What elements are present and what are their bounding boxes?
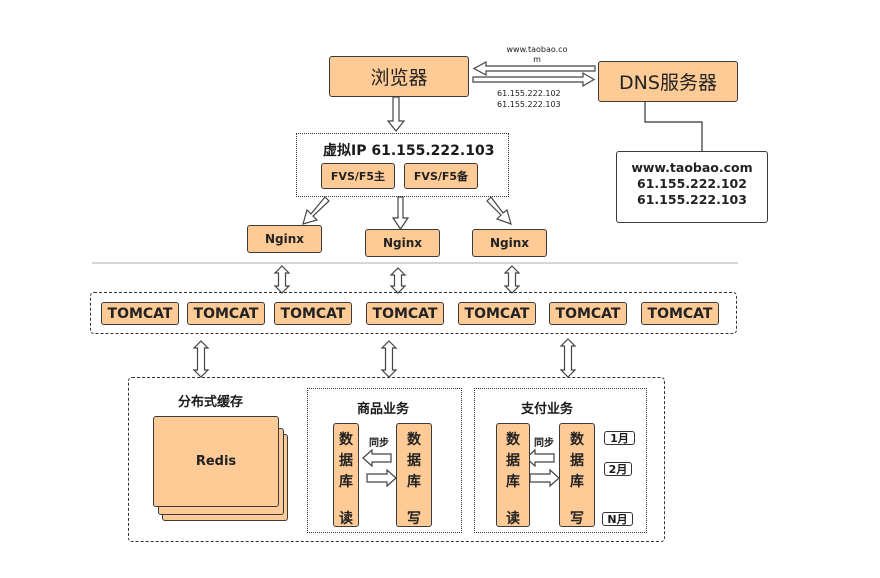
nginx-node: Nginx — [247, 225, 322, 253]
vip-to-nginx-2-arrow — [391, 196, 410, 231]
db-char: 库 — [506, 474, 520, 490]
db-char: 据 — [506, 453, 520, 469]
db-char-write: 写 — [407, 511, 421, 527]
month-partition: N月 — [602, 512, 633, 526]
db-char: 库 — [407, 474, 421, 490]
dns-record-connector — [644, 102, 703, 151]
tomcat-label: TOMCAT — [193, 305, 259, 322]
dns-request-line2: m — [533, 55, 541, 64]
month-label: 1月 — [610, 432, 629, 445]
nginx-label: Nginx — [382, 236, 423, 250]
f5-primary-node: FVS/F5主 — [321, 163, 395, 189]
virtual-ip-group — [296, 133, 509, 197]
goods-read-db: 数 据 库 读 — [333, 423, 359, 527]
dns-server-node: DNS服务器 — [598, 61, 738, 102]
db-char-read: 读 — [506, 511, 520, 527]
dns-response-line2: 61.155.222.103 — [497, 100, 561, 109]
db-char-write: 写 — [570, 511, 584, 527]
tomcat-node: TOMCAT — [641, 302, 719, 325]
dns-record-domain: www.taobao.com — [631, 160, 753, 175]
db-char: 库 — [570, 474, 584, 490]
db-char: 数 — [407, 432, 421, 448]
redis-label: Redis — [195, 454, 237, 469]
db-char: 库 — [339, 474, 353, 490]
tomcat-node: TOMCAT — [458, 302, 536, 325]
nginx-label: Nginx — [264, 232, 305, 246]
tomcat-label: TOMCAT — [464, 305, 530, 322]
tomcat-cache-arrow — [192, 340, 210, 378]
vip-to-nginx-3-arrow — [486, 196, 512, 225]
payment-read-db: 数 据 库 读 — [496, 423, 530, 527]
tomcat-payment-arrow — [559, 338, 577, 378]
payment-write-db: 数 据 库 写 — [559, 423, 595, 527]
month-partition: 2月 — [604, 462, 632, 476]
tomcat-node: TOMCAT — [187, 302, 265, 325]
tomcat-label: TOMCAT — [647, 305, 713, 322]
tomcat-cluster — [90, 292, 737, 334]
tomcat-node: TOMCAT — [274, 302, 352, 325]
month-label: 2月 — [608, 463, 628, 476]
tomcat-node: TOMCAT — [549, 302, 627, 325]
f5-primary-label: FVS/F5主 — [330, 170, 386, 183]
goods-business-group — [307, 388, 462, 533]
tomcat-label: TOMCAT — [280, 305, 346, 322]
db-char: 数 — [339, 432, 353, 448]
dns-response-line1: 61.155.222.102 — [497, 89, 561, 98]
dns-response-label: 61.155.222.102 61.155.222.103 — [497, 88, 561, 110]
browser-label: 浏览器 — [370, 67, 428, 89]
dns-request-line1: www.taobao.co — [506, 45, 568, 54]
payment-sync-label: 同步 — [534, 438, 554, 449]
nginx-label: Nginx — [489, 236, 530, 250]
nginx-node: Nginx — [365, 229, 440, 257]
dns-request-label: www.taobao.co m — [496, 45, 578, 65]
db-char: 据 — [570, 453, 584, 469]
tomcat-node: TOMCAT — [366, 302, 444, 325]
month-label: N月 — [607, 513, 628, 526]
vip-to-nginx-1-arrow — [302, 196, 330, 225]
dns-response-arrow — [472, 71, 596, 88]
browser-to-vip-arrow — [386, 96, 406, 132]
month-partition: 1月 — [604, 431, 635, 445]
payment-business-group — [474, 388, 647, 533]
nginx-node: Nginx — [472, 229, 547, 257]
f5-backup-node: FVS/F5备 — [404, 163, 478, 189]
tomcat-goods-arrow — [380, 340, 398, 378]
nginx-tomcat-arrow-1 — [273, 265, 291, 294]
tomcat-label: TOMCAT — [372, 305, 438, 322]
tomcat-label: TOMCAT — [107, 305, 173, 322]
virtual-ip-title: 虚拟IP 61.155.222.103 — [323, 143, 495, 159]
redis-node: Redis — [153, 416, 279, 507]
tomcat-node: TOMCAT — [101, 302, 179, 325]
goods-sync-label: 同步 — [369, 438, 389, 449]
dns-record-box: www.taobao.com 61.155.222.102 61.155.222… — [616, 151, 768, 223]
db-char-read: 读 — [339, 511, 353, 527]
db-char: 数 — [570, 432, 584, 448]
db-char: 据 — [339, 453, 353, 469]
services-container — [128, 377, 665, 542]
db-char: 据 — [407, 453, 421, 469]
nginx-tomcat-arrow-3 — [503, 265, 521, 294]
db-char: 数 — [506, 432, 520, 448]
dns-server-label: DNS服务器 — [619, 72, 717, 94]
tomcat-label: TOMCAT — [555, 305, 621, 322]
payment-title: 支付业务 — [521, 402, 574, 417]
dns-record-ip2: 61.155.222.103 — [637, 192, 747, 207]
cache-title: 分布式缓存 — [178, 395, 244, 410]
goods-title: 商品业务 — [357, 402, 410, 417]
goods-write-db: 数 据 库 写 — [396, 423, 432, 527]
nginx-tomcat-arrow-2 — [389, 267, 407, 294]
browser-node: 浏览器 — [329, 56, 469, 97]
dns-record-ip1: 61.155.222.102 — [637, 176, 747, 191]
f5-backup-label: FVS/F5备 — [413, 170, 469, 183]
